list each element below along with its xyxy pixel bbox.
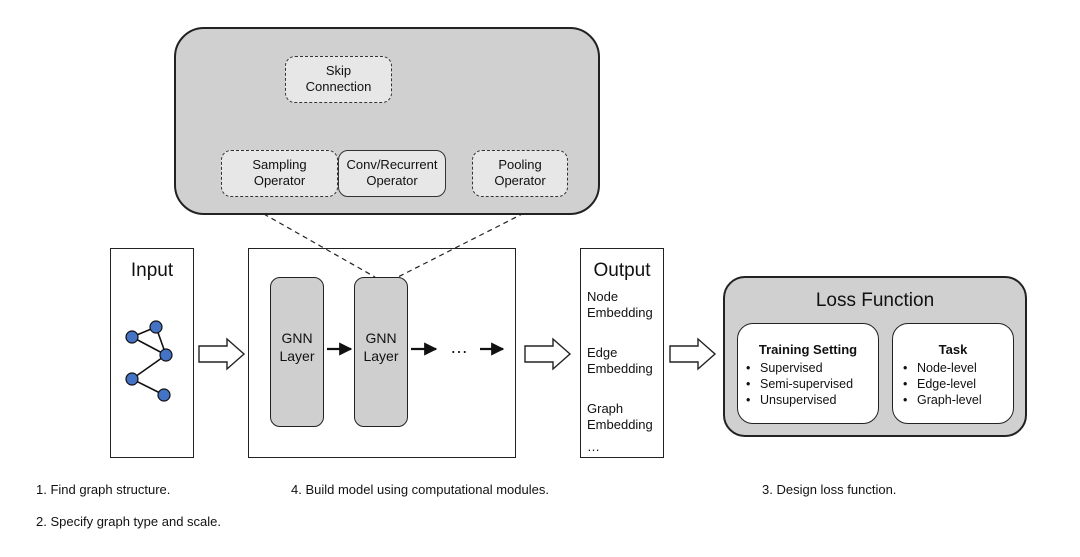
- conv-recurrent-operator-label: Conv/Recurrent Operator: [346, 157, 438, 189]
- training-unsupervised: Unsupervised: [746, 392, 853, 408]
- task-box: Task Node-level Edge-level Graph-level: [892, 323, 1014, 424]
- loss-function-title: Loss Function: [815, 290, 935, 311]
- output-to-loss-arrow: [669, 337, 717, 371]
- step-4-caption: 4. Build model using computational modul…: [291, 482, 549, 497]
- task-edge-level: Edge-level: [903, 376, 982, 392]
- model-box: [248, 248, 516, 458]
- step-3-caption: 3. Design loss function.: [762, 482, 897, 497]
- output-edge-embedding: Edge Embedding: [587, 345, 653, 377]
- pooling-operator-box: Pooling Operator: [472, 150, 568, 197]
- output-more: …: [587, 439, 600, 454]
- training-setting-box: Training Setting Supervised Semi-supervi…: [737, 323, 879, 424]
- task-list: Node-level Edge-level Graph-level: [903, 360, 982, 408]
- step-2-caption: 2. Specify graph type and scale.: [36, 514, 222, 529]
- training-semi-supervised: Semi-supervised: [746, 376, 853, 392]
- gnn-layer-1-label: GNN Layer: [279, 330, 315, 364]
- task-title: Task: [938, 342, 968, 357]
- training-supervised: Supervised: [746, 360, 853, 376]
- gnn-layer-1: GNN Layer: [270, 277, 324, 427]
- skip-connection-box: Skip Connection: [285, 56, 392, 103]
- skip-connection-label: Skip Connection: [305, 63, 372, 95]
- sampling-operator-box: Sampling Operator: [221, 150, 338, 197]
- input-box: Input: [110, 248, 194, 458]
- output-graph-embedding: Graph Embedding: [587, 401, 653, 433]
- model-to-output-arrow: [524, 337, 572, 371]
- gnn-layer-2-label: GNN Layer: [363, 330, 399, 364]
- graph-structure-icon: [125, 320, 173, 402]
- sampling-operator-label: Sampling Operator: [252, 157, 307, 189]
- pooling-operator-label: Pooling Operator: [494, 157, 546, 189]
- zoom-line-left: [247, 204, 376, 278]
- output-title: Output: [593, 260, 651, 281]
- input-to-model-arrow: [198, 337, 246, 371]
- output-node-embedding: Node Embedding: [587, 289, 653, 321]
- step-1-caption: 1. Find graph structure.: [36, 482, 171, 497]
- task-graph-level: Graph-level: [903, 392, 982, 408]
- output-box: Output Node Embedding Edge Embedding Gra…: [580, 248, 664, 458]
- training-setting-title: Training Setting: [758, 342, 858, 357]
- layer-ellipsis: …: [450, 337, 468, 357]
- input-title: Input: [130, 260, 174, 281]
- training-setting-list: Supervised Semi-supervised Unsupervised: [746, 360, 853, 408]
- task-node-level: Node-level: [903, 360, 982, 376]
- gnn-layer-2: GNN Layer: [354, 277, 408, 427]
- conv-recurrent-operator-box: Conv/Recurrent Operator: [338, 150, 446, 197]
